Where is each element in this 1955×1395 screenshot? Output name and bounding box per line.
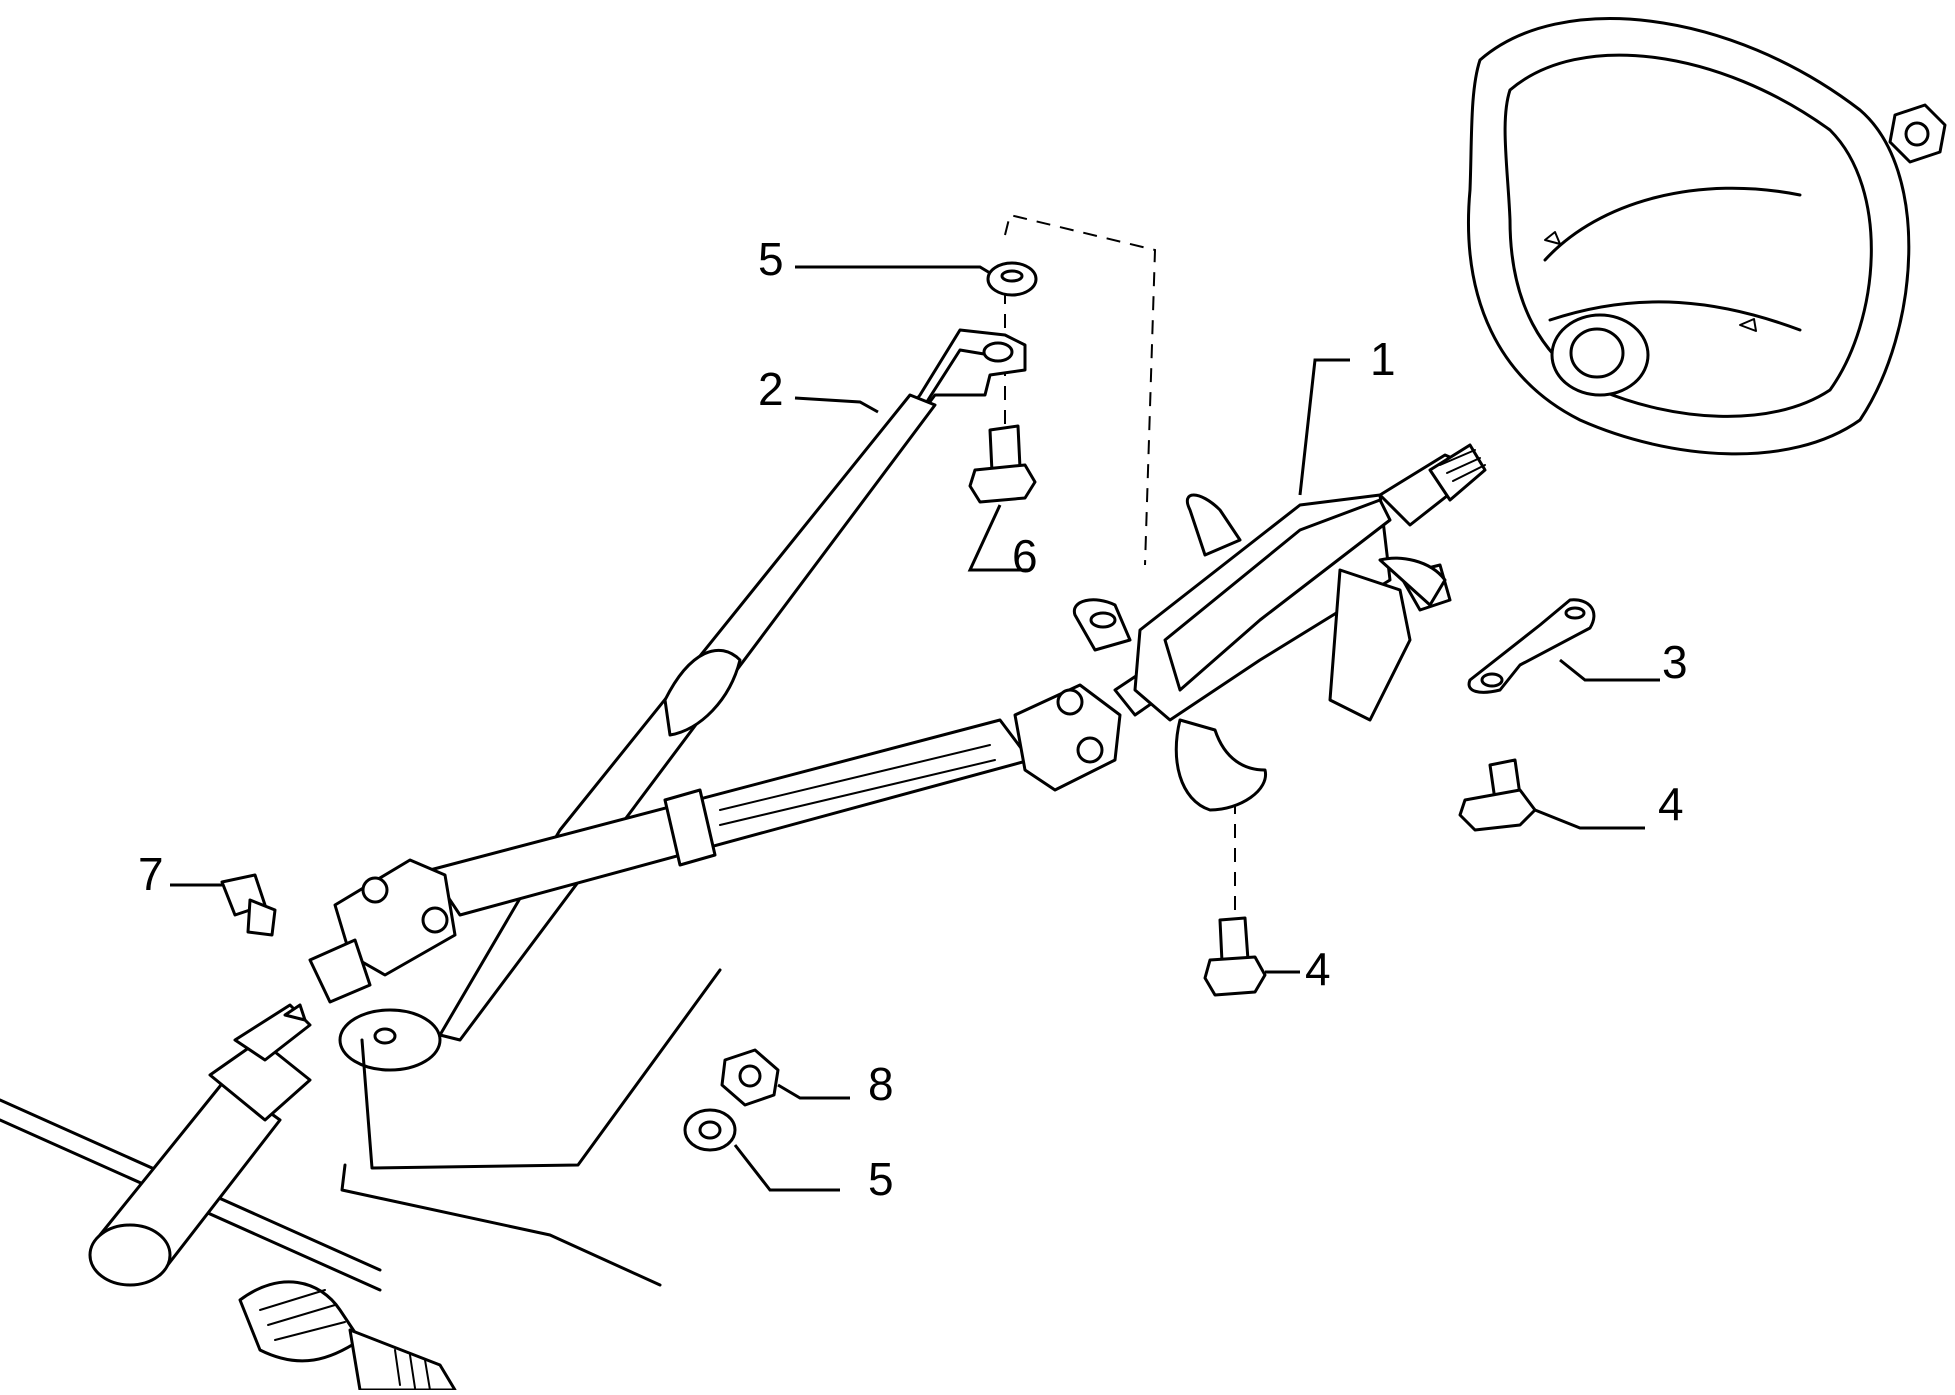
callout-7: 7 <box>138 848 164 900</box>
intermediate-shaft <box>308 683 1122 1004</box>
bolt-right <box>1458 758 1537 832</box>
callout-4-lower: 4 <box>1305 943 1331 995</box>
body-outline-2 <box>340 1163 662 1287</box>
callout-8: 8 <box>868 1058 894 1110</box>
nut-8 <box>720 1048 780 1107</box>
bolt-lower <box>1203 916 1267 997</box>
bolt-7 <box>220 873 277 937</box>
callout-2: 2 <box>758 363 784 415</box>
leader-5-bottom <box>733 1144 840 1192</box>
steering-wheel <box>1467 17 1911 456</box>
callout-6: 6 <box>1012 530 1038 582</box>
support-bracket <box>338 328 1027 1072</box>
washer-bottom <box>683 1108 737 1152</box>
body-outline <box>360 968 722 1170</box>
bracket-plate <box>1467 598 1596 694</box>
callout-3: 3 <box>1662 636 1688 688</box>
leader-2 <box>794 396 879 414</box>
washer-top <box>986 261 1038 297</box>
nut-top-right <box>1888 103 1947 164</box>
callout-4-right: 4 <box>1658 778 1684 830</box>
bolt-6 <box>968 424 1037 504</box>
leader-4-right <box>1534 808 1645 830</box>
callout-5-bottom: 5 <box>868 1153 894 1205</box>
callout-1: 1 <box>1370 333 1396 385</box>
leader-6 <box>967 504 1030 572</box>
leader-3 <box>1559 658 1660 682</box>
steering-rack <box>0 1003 457 1392</box>
leader-8 <box>777 1083 850 1100</box>
assembly-line-upper <box>1004 213 1157 566</box>
leader-5-top <box>795 265 991 275</box>
steering-column <box>1072 443 1487 812</box>
callout-5-top: 5 <box>758 233 784 285</box>
leader-1 <box>1298 358 1350 496</box>
